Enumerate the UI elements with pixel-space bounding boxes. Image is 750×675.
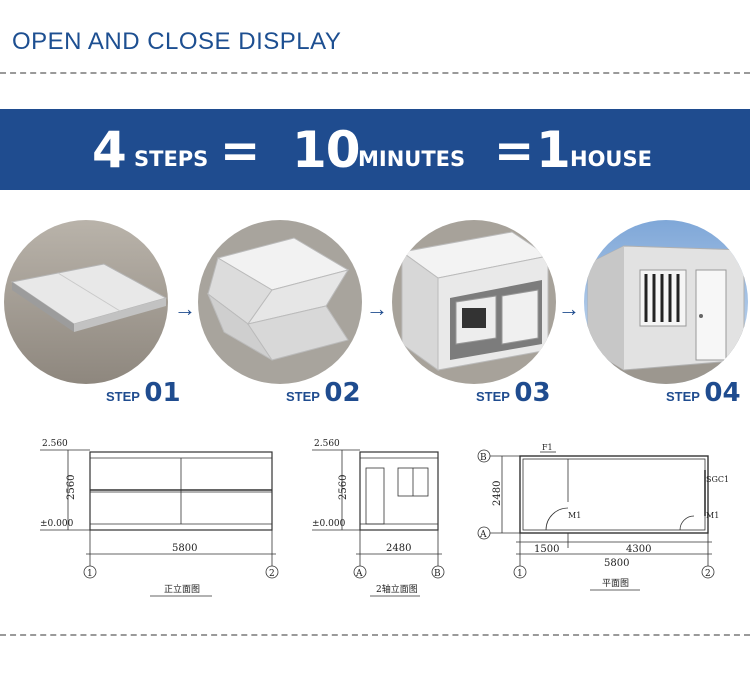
front-height-dim: 2560 (66, 475, 77, 500)
step-03-label: STEP 03 (476, 378, 551, 408)
side-caption: 2轴立面图 (376, 583, 418, 595)
step-01-label: STEP 01 (106, 378, 181, 408)
banner-steps-word: STEPS (134, 147, 209, 171)
bottom-divider (0, 634, 750, 636)
side-axis-right: B (434, 569, 441, 579)
front-axis-right: 2 (269, 569, 275, 579)
step-03-image (392, 220, 556, 384)
plan-axis-bottom: A (479, 530, 487, 540)
arrow-3-icon: → (558, 296, 580, 321)
plan-height-dim: 2480 (492, 481, 503, 506)
plan-caption: 平面图 (602, 578, 629, 589)
arrow-1-icon: → (174, 296, 196, 321)
side-height-dim: 2560 (338, 475, 349, 500)
front-top-level: 2.560 (42, 439, 68, 449)
side-axis-left: A (355, 569, 363, 579)
step-02-label: STEP 02 (286, 378, 361, 408)
banner-steps-number: 4 (92, 121, 127, 179)
plan-m1-right: M1 (706, 511, 719, 520)
plan-seg1-dim: 1500 (534, 544, 559, 555)
side-width-dim: 2480 (386, 543, 411, 554)
plan-m1-left: M1 (568, 511, 581, 520)
banner-house-word: HOUSE (570, 147, 652, 171)
side-top-level: 2.560 (314, 439, 340, 449)
front-axis-left: 1 (87, 569, 93, 579)
front-base-level: ±0.000 (40, 519, 74, 529)
plan-axis-left: 1 (517, 569, 523, 579)
front-caption: 正立面图 (164, 583, 200, 595)
plan-seg2-dim: 4300 (626, 544, 651, 555)
plan-axis-top: B (480, 453, 487, 463)
banner-house-number: 1 (536, 121, 571, 179)
plan-sgc1: SGC1 (706, 475, 729, 484)
technical-drawings: 2.560 ±0.000 2560 5800 1 2 正立面图 2.560 ±0… (40, 439, 729, 597)
banner-minutes-number: 10 (292, 121, 361, 179)
page-title: OPEN AND CLOSE DISPLAY (12, 28, 342, 55)
front-width-dim: 5800 (172, 543, 197, 554)
plan-axis-right: 2 (705, 569, 711, 579)
step-04-label: STEP 04 (666, 378, 741, 408)
banner-minutes-word: MINUTES (358, 147, 466, 171)
arrow-2-icon: → (366, 296, 388, 321)
step-02-image (198, 220, 362, 384)
step-04-image (584, 220, 748, 384)
steps-banner: 4 STEPS = 10 MINUTES = 1 HOUSE (0, 109, 750, 190)
step-01-image (4, 220, 168, 384)
banner-equals-1: = (220, 123, 261, 179)
plan-total-dim: 5800 (604, 558, 629, 569)
top-divider (0, 72, 750, 74)
banner-equals-2: = (494, 123, 535, 179)
side-base-level: ±0.000 (312, 519, 346, 529)
plan-f1: F1 (542, 443, 553, 452)
